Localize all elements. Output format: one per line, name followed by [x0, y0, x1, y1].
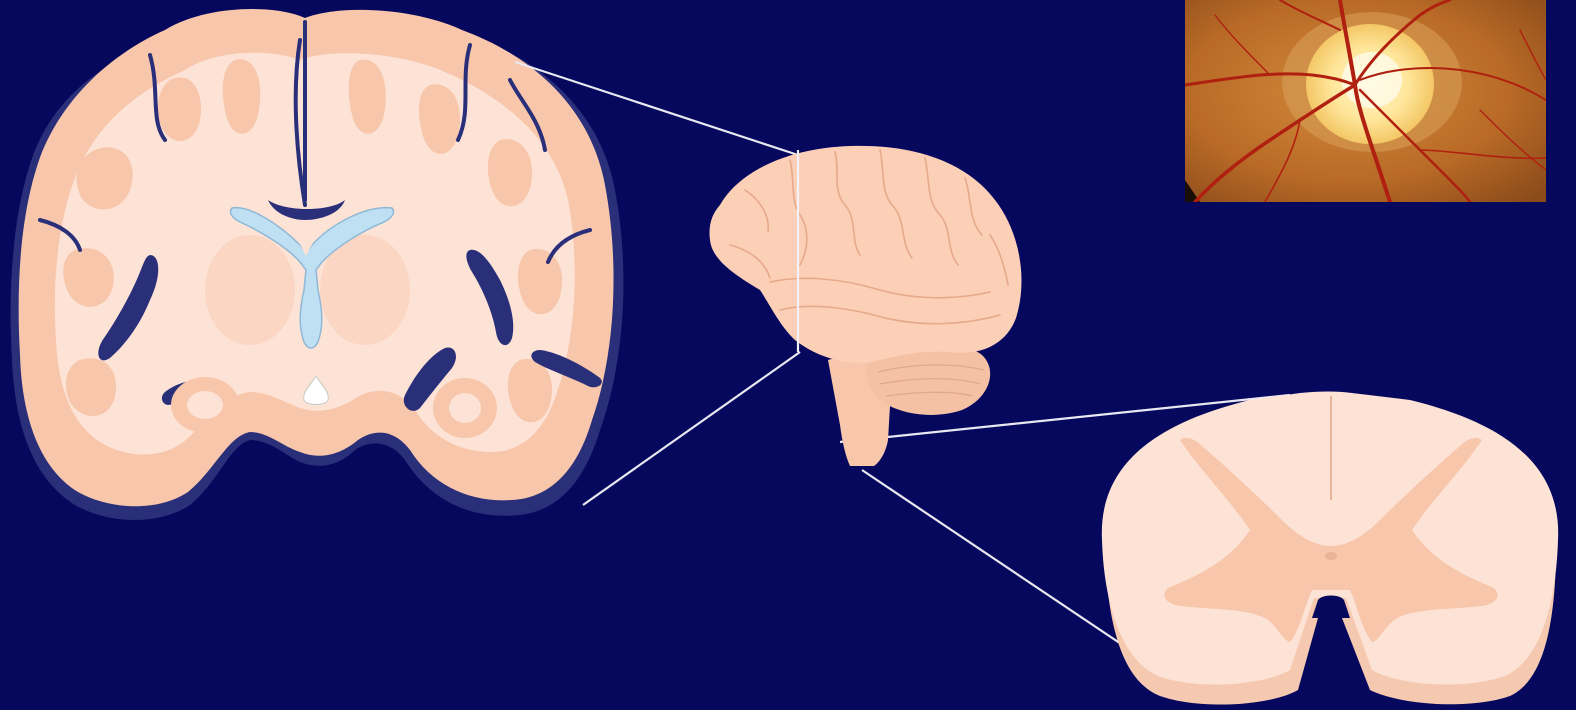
coronal-hippocampus-right-core — [449, 393, 481, 423]
spinal-cord-cross-section — [1102, 392, 1558, 705]
fundus-photo — [1185, 0, 1546, 202]
spinal-central-canal — [1325, 552, 1337, 560]
coronal-hippocampus-left-core — [187, 391, 223, 419]
connector-spinal-bottom — [862, 470, 1145, 660]
connector-coronal-bottom — [583, 352, 800, 505]
coronal-deep-nuclei-left — [205, 235, 295, 345]
coronal-brain-section — [11, 9, 624, 520]
lateral-cerebrum — [709, 146, 1021, 363]
lateral-brain — [709, 146, 1021, 466]
